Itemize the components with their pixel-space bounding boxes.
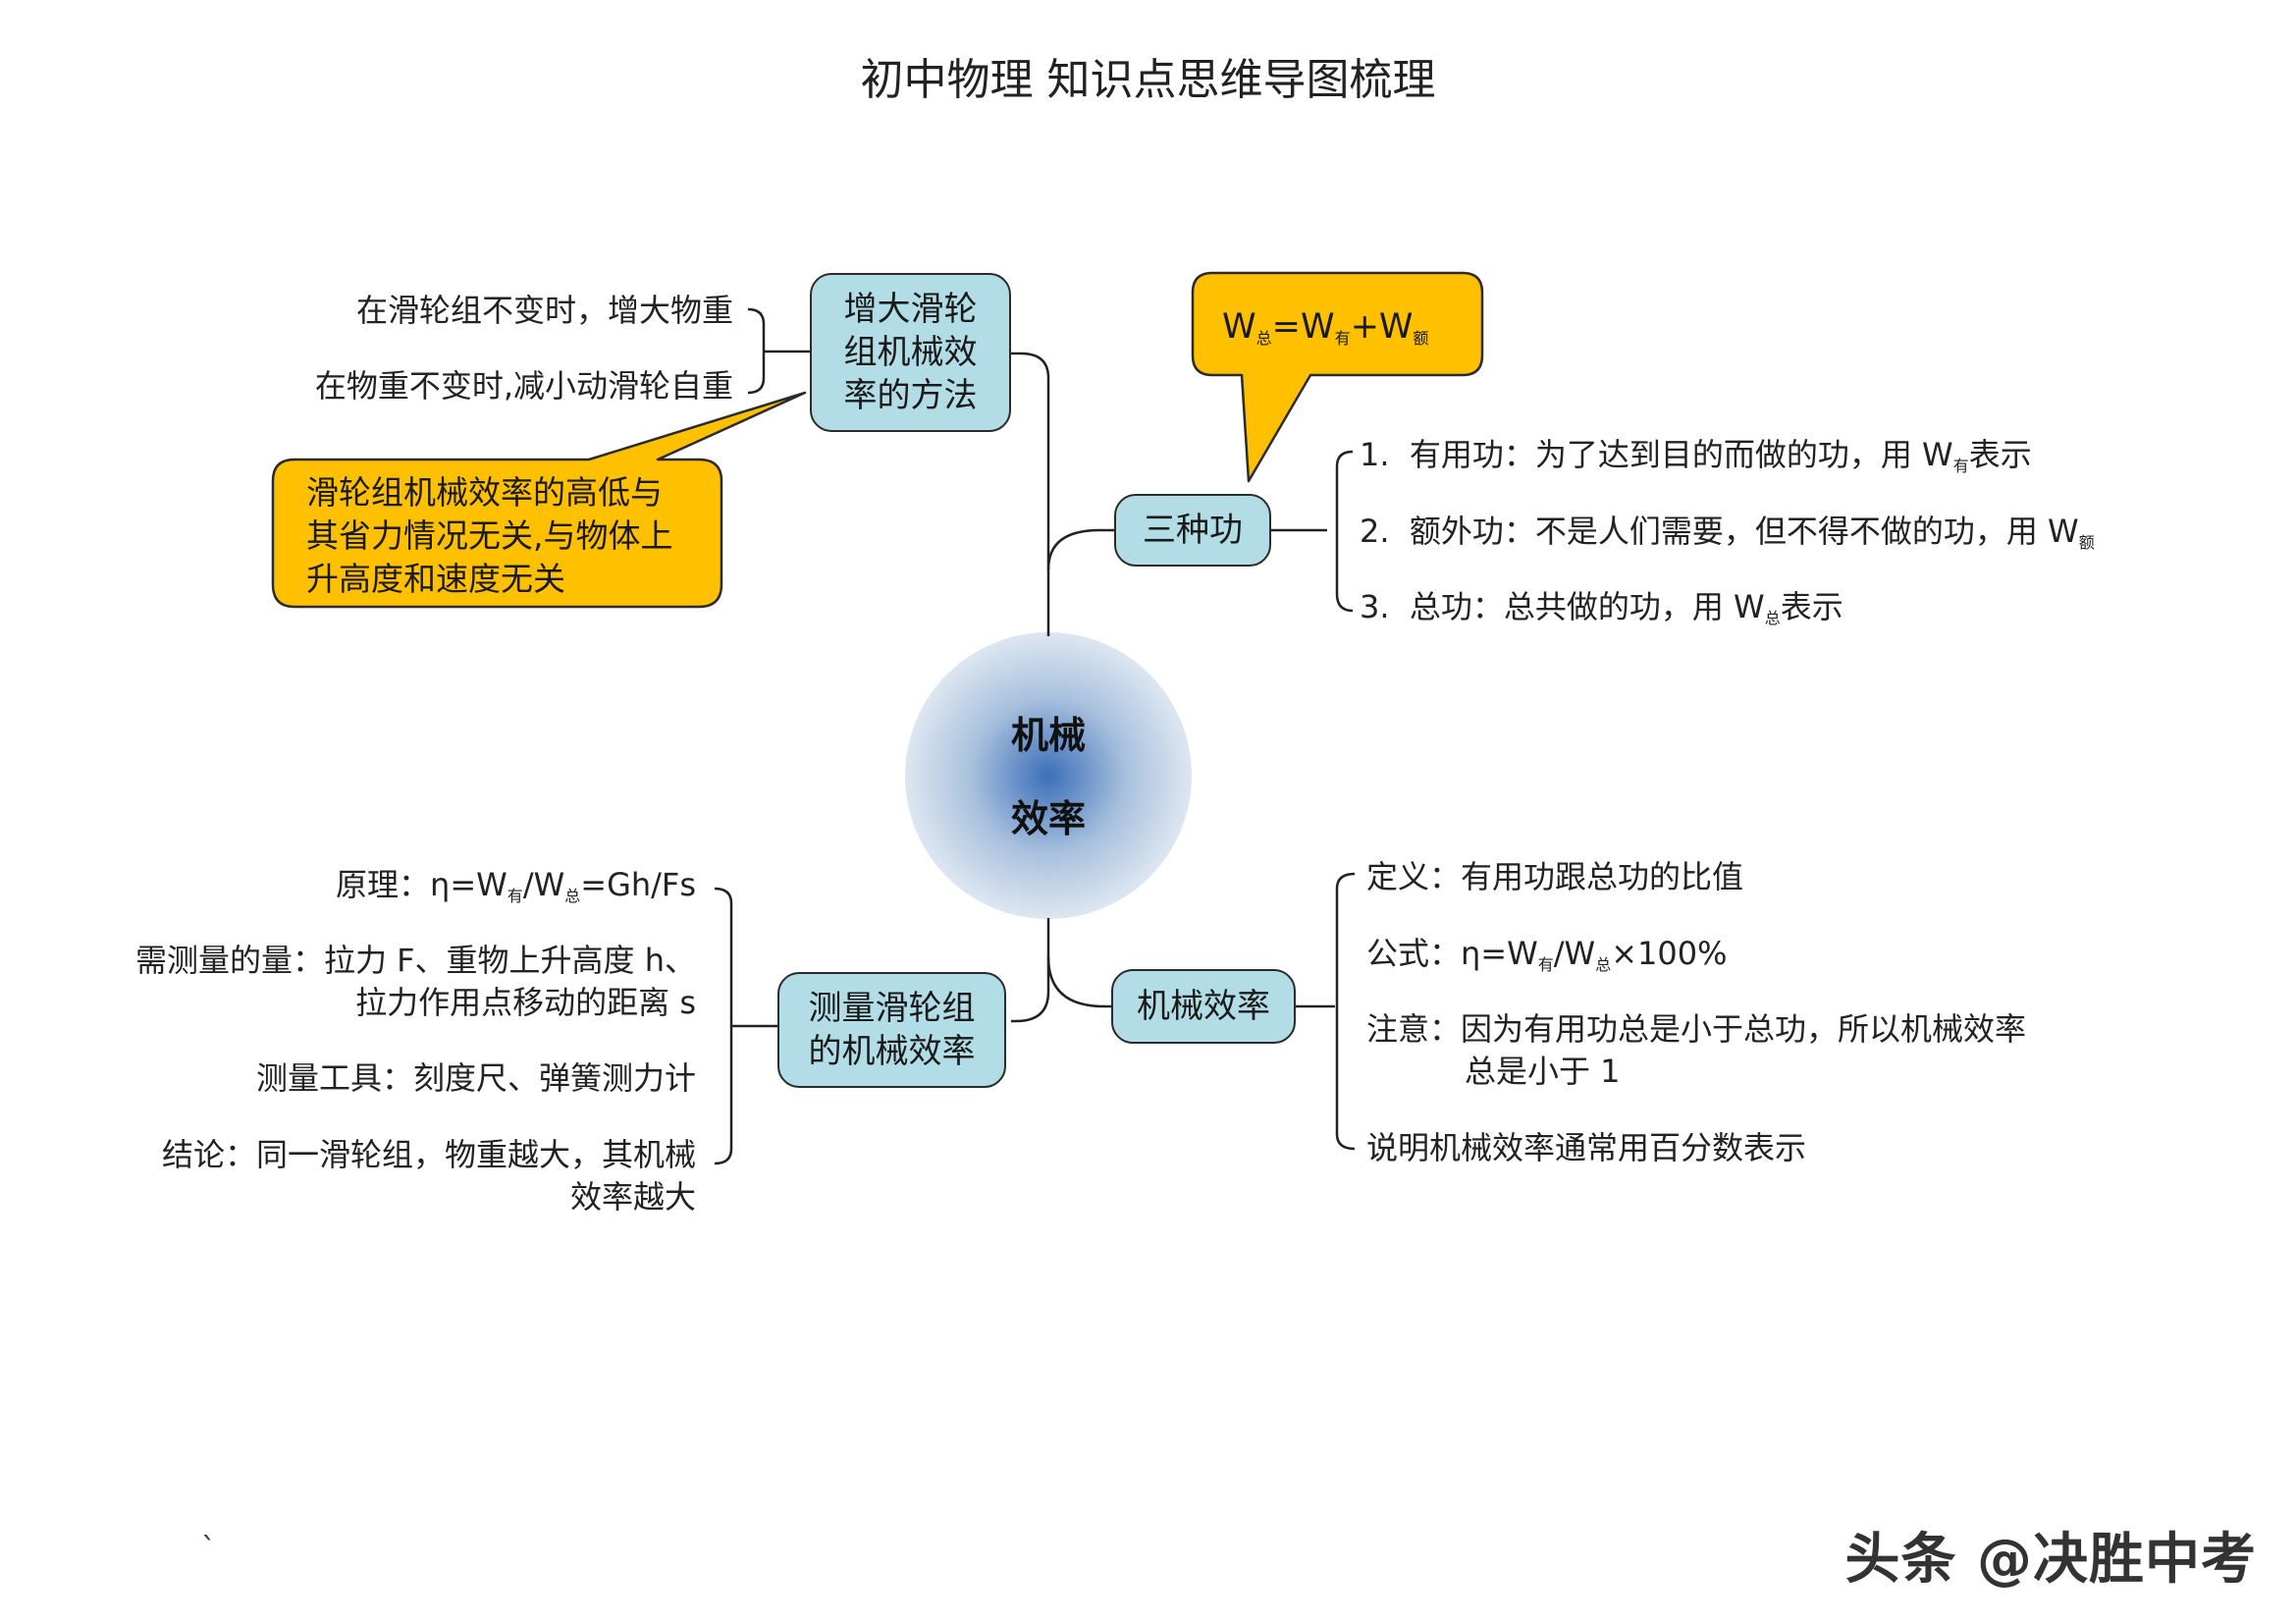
measure-principle: 原理：η=W有/W总=Gh/Fs xyxy=(336,866,696,905)
work-item-2: 2. 额外功：不是人们需要，但不得不做的功，用 W额 xyxy=(1360,513,2095,552)
trunk-up xyxy=(1011,352,1050,636)
node-measure-efficiency: 测量滑轮组 的机械效率 xyxy=(777,972,1006,1088)
node-mech-efficiency: 机械效率 xyxy=(1111,969,1296,1044)
eff-note-2: 总是小于 1 xyxy=(1465,1053,1621,1090)
eff-formula: 公式：η=W有/W总×100% xyxy=(1366,935,1728,974)
stray-mark: ` xyxy=(201,1532,216,1566)
bracket-work xyxy=(1335,450,1354,613)
watermark: 头条 @决胜中考 xyxy=(1844,1528,2257,1592)
callout-left xyxy=(271,391,807,609)
center-label-line1: 机械 xyxy=(1010,714,1086,757)
work-item-3: 3. 总功：总共做的功，用 W总表示 xyxy=(1360,588,1843,627)
eff-definition: 定义：有用功跟总功的比值 xyxy=(1366,858,1744,895)
eff-note-1: 注意：因为有用功总是小于总功，所以机械效率 xyxy=(1366,1010,2027,1048)
measure-conclusion-2: 效率越大 xyxy=(569,1178,696,1216)
bracket-eff xyxy=(1335,872,1356,1151)
measure-conclusion-1: 结论：同一滑轮组，物重越大，其机械 xyxy=(161,1136,696,1173)
node-three-works: 三种功 xyxy=(1114,494,1271,567)
node-increase-efficiency: 增大滑轮 组机械效 率的方法 xyxy=(810,273,1011,432)
measure-quantities-1: 需测量的量：拉力 F、重物上升高度 h、 xyxy=(134,942,696,979)
increase-item-2: 在物重不变时,减小动滑轮自重 xyxy=(314,367,733,405)
work-item-1: 1. 有用功：为了达到目的而做的功，用 W有表示 xyxy=(1360,436,2032,475)
center-circle xyxy=(905,632,1192,919)
callout-top xyxy=(1191,271,1484,483)
increase-item-1: 在滑轮组不变时，增大物重 xyxy=(355,292,733,329)
callout-top-formula: W总=W有+W额 xyxy=(1222,307,1429,348)
eff-explain: 说明机械效率通常用百分数表示 xyxy=(1366,1129,1807,1166)
callout-left-line-2: 其省力情况无关,与物体上 xyxy=(306,516,673,555)
center-label-line2: 效率 xyxy=(1010,797,1086,840)
measure-quantities-2: 拉力作用点移动的距离 s xyxy=(355,984,696,1021)
link-eff xyxy=(1046,956,1111,1008)
trunk-down xyxy=(1011,918,1050,1023)
bracket-increase xyxy=(747,307,766,395)
page-title: 初中物理 知识点思维导图梳理 xyxy=(860,55,1436,105)
callout-left-line-1: 滑轮组机械效率的高低与 xyxy=(306,473,663,512)
measure-tools: 测量工具：刻度尺、弹簧测力计 xyxy=(255,1059,696,1097)
link-work xyxy=(1046,528,1114,570)
callout-left-line-3: 升高度和速度无关 xyxy=(306,560,565,598)
bracket-measure xyxy=(714,887,733,1165)
